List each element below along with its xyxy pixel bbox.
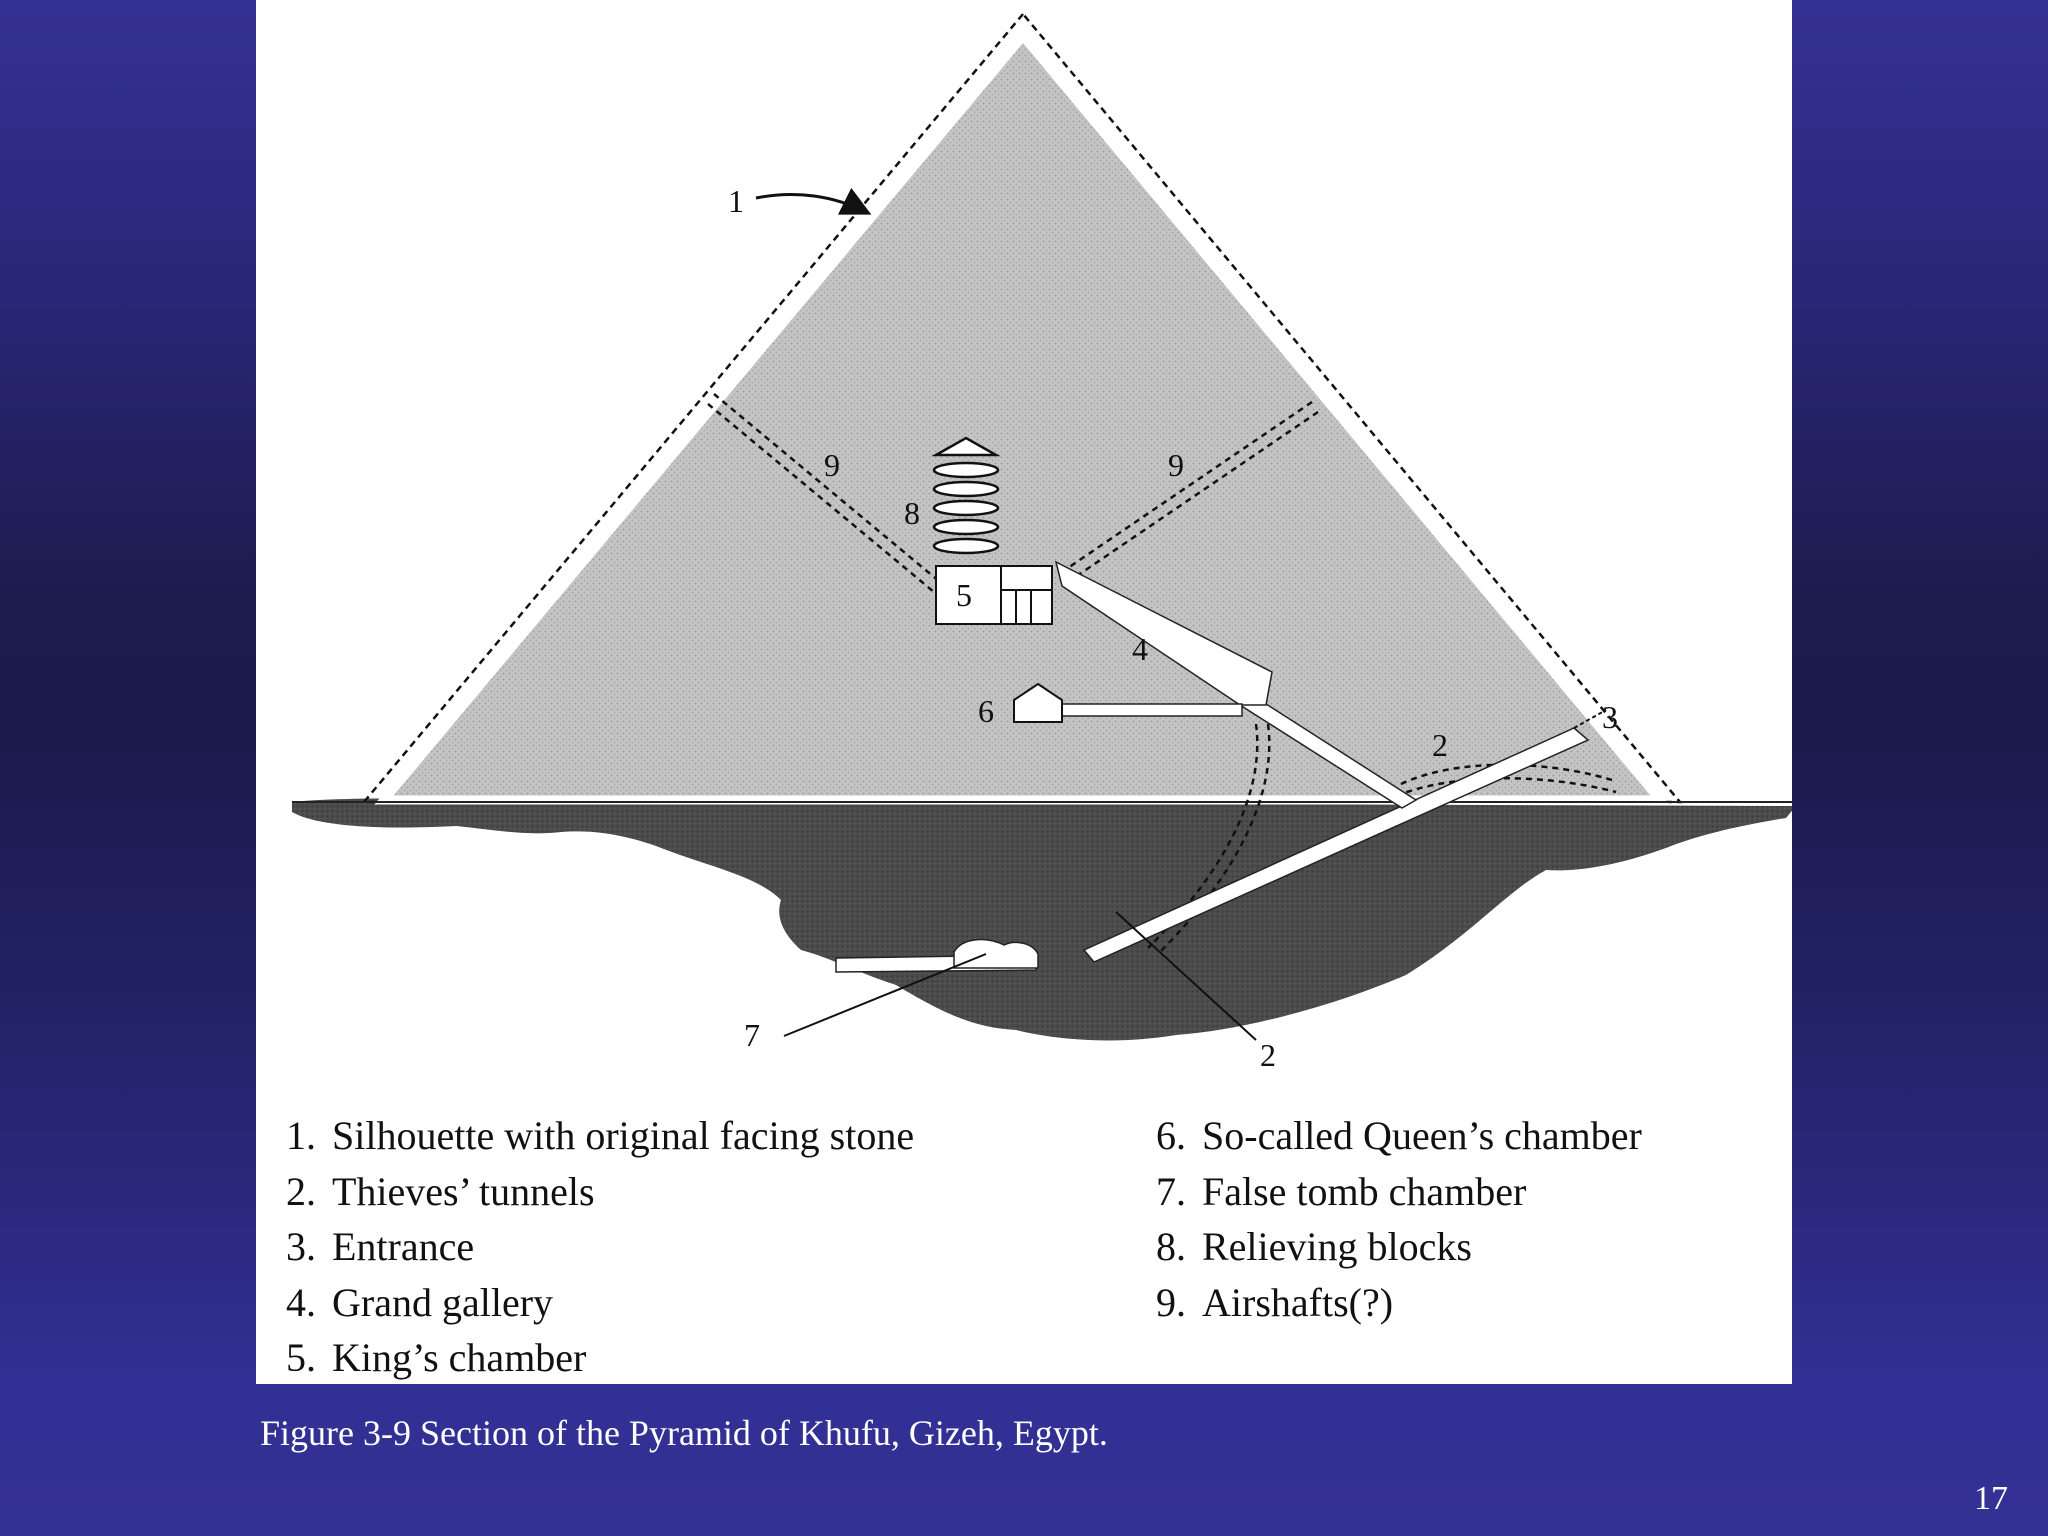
callout-label-8: 8 bbox=[904, 495, 920, 531]
relieving-blocks bbox=[931, 436, 1001, 555]
false-tomb-chamber bbox=[953, 938, 1039, 969]
callout-label-1: 1 bbox=[728, 183, 744, 219]
callout-label-5: 5 bbox=[956, 577, 972, 613]
legend-item-7: 7.False tomb chamber bbox=[1156, 1168, 1527, 1214]
leader-line-7 bbox=[783, 953, 987, 1037]
legend-item-2: 2.Thieves’ tunnels bbox=[286, 1168, 595, 1214]
legend-item-1: 1.Silhouette with original facing stone bbox=[286, 1113, 915, 1158]
legend-left-column: 1.Silhouette with original facing stone … bbox=[286, 1108, 914, 1384]
callout-label-9-right: 9 bbox=[1168, 447, 1184, 483]
legend-item-9: 9.Airshafts(?) bbox=[1156, 1279, 1394, 1325]
legend-item-6: 6.So-called Queen’s chamber bbox=[1156, 1113, 1642, 1158]
legend-item-5: 5.King’s chamber bbox=[286, 1335, 587, 1380]
leader-line-3 bbox=[1573, 709, 1607, 729]
pyramid-section-diagram: 1 9 9 8 5 4 6 2 3 7 2 bbox=[292, 12, 1792, 1073]
callout-label-7: 7 bbox=[744, 1017, 760, 1053]
bedrock-section bbox=[292, 798, 1792, 1041]
callout-label-4: 4 bbox=[1132, 631, 1148, 667]
callout-arrow-1 bbox=[755, 187, 872, 215]
pyramid-body bbox=[374, 28, 1670, 805]
callout-label-9-left: 9 bbox=[824, 447, 840, 483]
legend-item-3: 3.Entrance bbox=[286, 1224, 475, 1269]
callout-label-3: 3 bbox=[1602, 699, 1618, 735]
legend-right-column: 6.So-called Queen’s chamber 7.False tomb… bbox=[1156, 1108, 1642, 1330]
figure-caption: Figure 3-9 Section of the Pyramid of Khu… bbox=[260, 1413, 1108, 1453]
kings-chamber bbox=[935, 565, 1053, 625]
leader-line-2 bbox=[1115, 911, 1257, 1041]
airshaft-left bbox=[707, 393, 941, 593]
callout-label-2-lower: 2 bbox=[1260, 1037, 1276, 1073]
callout-label-6: 6 bbox=[978, 693, 994, 729]
legend-item-8: 8.Relieving blocks bbox=[1156, 1224, 1472, 1269]
figure-panel: 1 9 9 8 5 4 6 2 3 7 2 1.Silhouette with … bbox=[256, 0, 1792, 1384]
legend-item-4: 4.Grand gallery bbox=[286, 1279, 554, 1325]
queens-chamber bbox=[1013, 682, 1063, 723]
slide-page-number: 17 bbox=[1974, 1480, 2008, 1517]
callout-label-2-upper: 2 bbox=[1432, 727, 1448, 763]
passages bbox=[835, 560, 1590, 973]
